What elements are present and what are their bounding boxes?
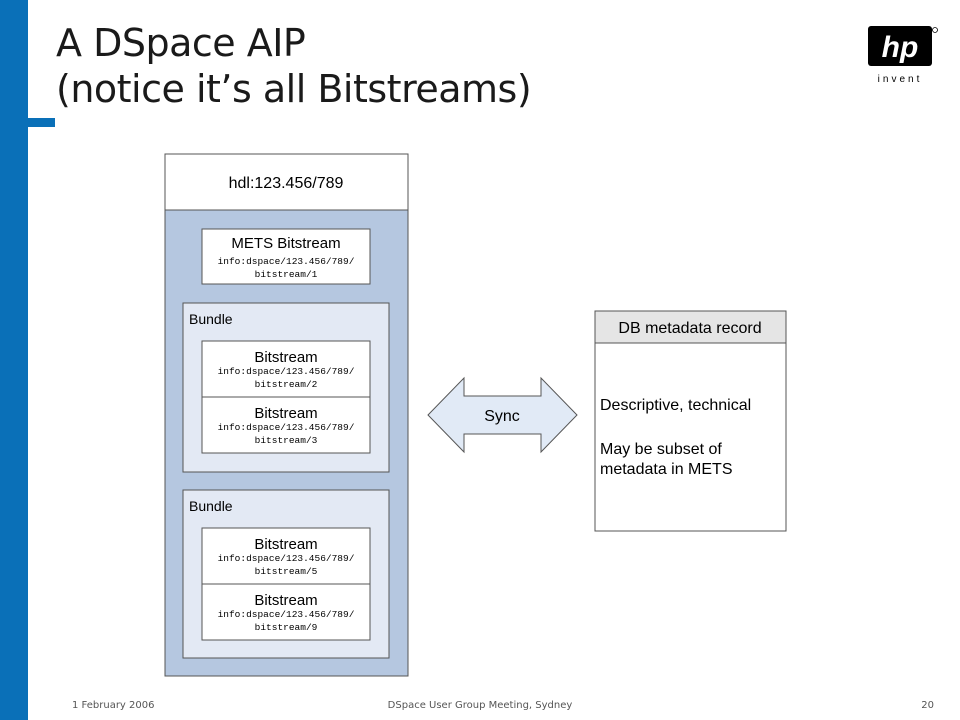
mets-uri-line-1: info:dspace/123.456/789/ xyxy=(218,256,355,267)
mets-bitstream-title: METS Bitstream xyxy=(231,235,340,252)
sync-label: Sync xyxy=(484,408,520,425)
title-line-1: A DSpace AIP xyxy=(56,21,306,65)
db-record-box xyxy=(594,342,787,532)
bitstream-uri-line-1: info:dspace/123.456/789/ xyxy=(218,422,355,433)
bitstream-uri-line-1: info:dspace/123.456/789/ xyxy=(218,366,355,377)
mets-uri-line-2: bitstream/1 xyxy=(255,269,318,280)
bitstream-title: Bitstream xyxy=(254,349,317,366)
svg-text:hp: hp xyxy=(882,31,919,64)
sidebar-bar xyxy=(0,0,28,720)
bitstream-title: Bitstream xyxy=(254,592,317,609)
db-record-line: metadata in METS xyxy=(600,461,733,478)
bitstream-box xyxy=(201,396,371,454)
logo-text: invent xyxy=(878,74,923,85)
handle-box xyxy=(164,153,409,211)
footer-date: 1 February 2006 xyxy=(72,700,155,711)
bitstream-uri-line-2: bitstream/5 xyxy=(255,566,318,577)
footer-page-number: 20 xyxy=(921,700,934,711)
hp-logo-icon: hp invent xyxy=(868,26,938,85)
bitstream-uri-line-2: bitstream/9 xyxy=(255,622,318,633)
db-record-header xyxy=(594,310,787,344)
title-underline-accent xyxy=(28,118,55,127)
handle-label: hdl:123.456/789 xyxy=(229,175,344,192)
slide-title: A DSpace AIP (notice it’s all Bitstreams… xyxy=(56,20,696,112)
bitstream-title: Bitstream xyxy=(254,405,317,422)
title-line-2: (notice it’s all Bitstreams) xyxy=(56,67,532,111)
db-record-title: DB metadata record xyxy=(618,320,761,337)
bitstream-uri-line-2: bitstream/3 xyxy=(255,435,318,446)
bundle-label: Bundle xyxy=(189,498,233,514)
bitstream-uri-line-1: info:dspace/123.456/789/ xyxy=(218,553,355,564)
bundle-label: Bundle xyxy=(189,311,233,327)
bitstream-uri-line-1: info:dspace/123.456/789/ xyxy=(218,609,355,620)
bitstream-box xyxy=(201,340,371,398)
bitstream-box xyxy=(201,583,371,641)
bitstream-box xyxy=(201,527,371,585)
mets-bitstream-box xyxy=(201,228,371,285)
db-record-line: May be subset of xyxy=(600,441,722,458)
footer-event: DSpace User Group Meeting, Sydney xyxy=(387,700,573,711)
db-record-line: Descriptive, technical xyxy=(600,397,751,414)
bitstream-title: Bitstream xyxy=(254,536,317,553)
sync-double-arrow xyxy=(427,376,578,454)
bitstream-uri-line-2: bitstream/2 xyxy=(255,379,318,390)
